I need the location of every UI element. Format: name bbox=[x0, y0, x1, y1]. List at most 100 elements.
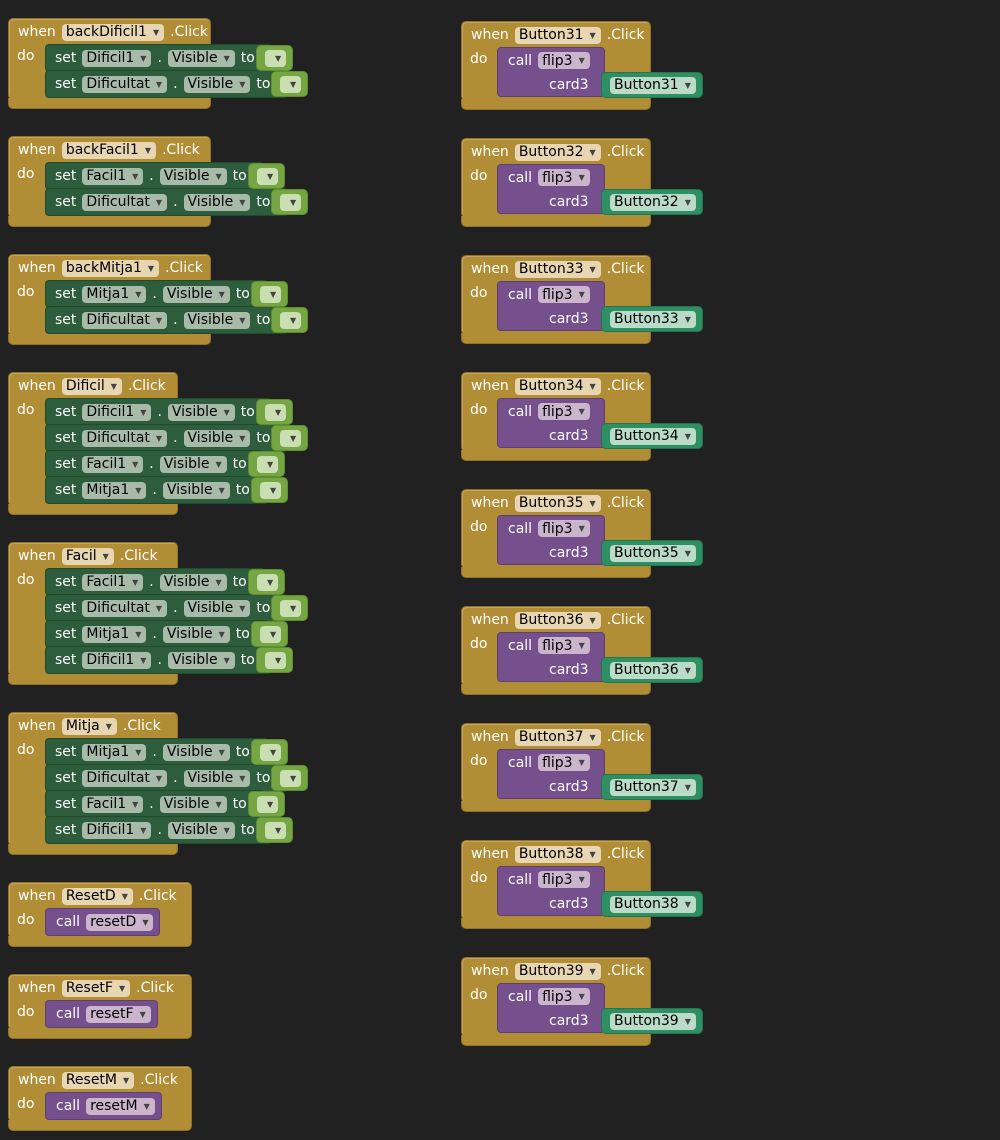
property-dropdown[interactable]: Visible▼ bbox=[162, 743, 230, 761]
procedure-dropdown[interactable]: flip3▼ bbox=[538, 520, 590, 537]
component-dropdown[interactable]: Button38▼ bbox=[514, 845, 601, 863]
component-dropdown[interactable]: Dificil1▼ bbox=[82, 49, 152, 67]
boolean-dropdown[interactable]: ▼ bbox=[265, 403, 287, 421]
boolean-dropdown[interactable]: ▼ bbox=[265, 821, 287, 839]
component-block[interactable]: Button36▼ bbox=[601, 657, 703, 683]
boolean-block[interactable]: ▼ bbox=[271, 189, 309, 215]
component-dropdown[interactable]: Button32▼ bbox=[514, 143, 601, 161]
component-dropdown[interactable]: Mitja1▼ bbox=[82, 625, 147, 643]
procedure-dropdown[interactable]: flip3▼ bbox=[538, 754, 590, 771]
property-dropdown[interactable]: Visible▼ bbox=[162, 625, 230, 643]
component-dropdown[interactable]: Button31▼ bbox=[610, 76, 696, 94]
boolean-dropdown[interactable]: ▼ bbox=[260, 285, 282, 303]
boolean-block[interactable]: ▼ bbox=[248, 791, 286, 817]
property-dropdown[interactable]: Visible▼ bbox=[183, 311, 251, 329]
boolean-block[interactable]: ▼ bbox=[248, 163, 286, 189]
boolean-dropdown[interactable]: ▼ bbox=[280, 193, 302, 211]
procedure-dropdown[interactable]: flip3▼ bbox=[538, 637, 590, 654]
boolean-block[interactable]: ▼ bbox=[256, 45, 294, 71]
boolean-dropdown[interactable]: ▼ bbox=[265, 651, 287, 669]
procedure-dropdown[interactable]: resetM▼ bbox=[86, 1097, 155, 1115]
boolean-block[interactable]: ▼ bbox=[271, 425, 309, 451]
property-dropdown[interactable]: Visible▼ bbox=[159, 167, 227, 185]
boolean-dropdown[interactable]: ▼ bbox=[260, 743, 282, 761]
component-dropdown[interactable]: Button39▼ bbox=[610, 1012, 696, 1030]
component-dropdown[interactable]: Facil1▼ bbox=[82, 167, 144, 185]
component-dropdown[interactable]: Dificil1▼ bbox=[82, 403, 152, 421]
boolean-dropdown[interactable]: ▼ bbox=[280, 769, 302, 787]
component-dropdown[interactable]: Mitja1▼ bbox=[82, 285, 147, 303]
boolean-dropdown[interactable]: ▼ bbox=[260, 625, 282, 643]
component-block[interactable]: Button39▼ bbox=[601, 1008, 703, 1034]
component-dropdown[interactable]: Button32▼ bbox=[610, 193, 696, 211]
component-dropdown[interactable]: Dificultat▼ bbox=[82, 311, 168, 329]
boolean-dropdown[interactable]: ▼ bbox=[280, 75, 302, 93]
component-dropdown[interactable]: ResetF▼ bbox=[61, 979, 131, 997]
boolean-block[interactable]: ▼ bbox=[271, 765, 309, 791]
component-dropdown[interactable]: Dificil1▼ bbox=[82, 651, 152, 669]
component-dropdown[interactable]: Facil1▼ bbox=[82, 573, 144, 591]
property-dropdown[interactable]: Visible▼ bbox=[167, 403, 235, 421]
property-dropdown[interactable]: Visible▼ bbox=[167, 821, 235, 839]
property-dropdown[interactable]: Visible▼ bbox=[159, 573, 227, 591]
property-dropdown[interactable]: Visible▼ bbox=[162, 285, 230, 303]
component-dropdown[interactable]: Button33▼ bbox=[610, 310, 696, 328]
property-dropdown[interactable]: Visible▼ bbox=[183, 769, 251, 787]
property-dropdown[interactable]: Visible▼ bbox=[183, 193, 251, 211]
component-dropdown[interactable]: Mitja1▼ bbox=[82, 481, 147, 499]
procedure-dropdown[interactable]: resetF▼ bbox=[86, 1005, 151, 1023]
component-dropdown[interactable]: Button33▼ bbox=[514, 260, 601, 278]
component-dropdown[interactable]: Dificultat▼ bbox=[82, 769, 168, 787]
boolean-block[interactable]: ▼ bbox=[251, 477, 289, 503]
component-dropdown[interactable]: Dificultat▼ bbox=[82, 429, 168, 447]
component-dropdown[interactable]: Button35▼ bbox=[610, 544, 696, 562]
boolean-block[interactable]: ▼ bbox=[271, 307, 309, 333]
boolean-block[interactable]: ▼ bbox=[256, 817, 294, 843]
boolean-block[interactable]: ▼ bbox=[251, 621, 289, 647]
component-dropdown[interactable]: backFacil1▼ bbox=[61, 141, 156, 159]
component-dropdown[interactable]: Button39▼ bbox=[514, 962, 601, 980]
procedure-dropdown[interactable]: flip3▼ bbox=[538, 52, 590, 69]
component-dropdown[interactable]: Button31▼ bbox=[514, 26, 601, 44]
component-dropdown[interactable]: Button34▼ bbox=[610, 427, 696, 445]
property-dropdown[interactable]: Visible▼ bbox=[159, 455, 227, 473]
boolean-dropdown[interactable]: ▼ bbox=[257, 573, 279, 591]
boolean-block[interactable]: ▼ bbox=[256, 647, 294, 673]
component-block[interactable]: Button38▼ bbox=[601, 891, 703, 917]
boolean-block[interactable]: ▼ bbox=[251, 281, 289, 307]
boolean-block[interactable]: ▼ bbox=[248, 451, 286, 477]
property-dropdown[interactable]: Visible▼ bbox=[183, 599, 251, 617]
component-dropdown[interactable]: Button38▼ bbox=[610, 895, 696, 913]
component-dropdown[interactable]: Dificultat▼ bbox=[82, 599, 168, 617]
component-block[interactable]: Button31▼ bbox=[601, 72, 703, 98]
component-dropdown[interactable]: Mitja▼ bbox=[61, 717, 117, 735]
property-dropdown[interactable]: Visible▼ bbox=[183, 429, 251, 447]
boolean-block[interactable]: ▼ bbox=[271, 71, 309, 97]
